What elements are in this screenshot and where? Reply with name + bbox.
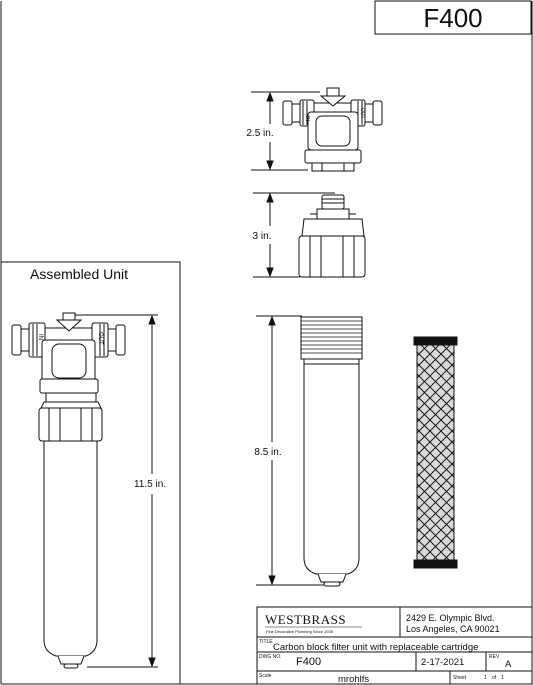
company-address-line2: Los Angeles, CA 90021: [406, 624, 500, 634]
mesh-strand: [416, 395, 455, 434]
company-tagline: Fine Decorative Plumbing Since 1935: [266, 629, 334, 634]
mesh-strand: [416, 505, 455, 544]
assembled-dimension-line: [67, 314, 158, 668]
scale-caption: Scale: [259, 673, 272, 679]
mesh-strand: [416, 373, 455, 412]
mesh-strand: [416, 516, 455, 555]
mesh-strand: [421, 527, 455, 561]
sheet-total: 1: [501, 675, 504, 681]
assembled-dimension-label: 11.5 in.: [134, 479, 166, 490]
mesh-strand: [416, 362, 455, 401]
drawing-date: 2-17-2021: [421, 657, 464, 668]
mesh-strand: [416, 527, 450, 561]
company-address-line1: 2429 E. Olympic Blvd.: [406, 613, 495, 623]
cartridge-mesh: [416, 344, 455, 561]
dwg-no-caption: DWG NO.: [259, 654, 282, 660]
title-block: [256, 606, 533, 685]
drawn-by: mrohlfs: [338, 674, 369, 685]
filter-head-drawing: 2.5 in. IN OUT: [246, 87, 383, 172]
mesh-strand: [416, 549, 428, 561]
cartridge-drawing: [413, 336, 458, 569]
mesh-strand: [416, 450, 455, 489]
head-out-label: OUT: [359, 108, 365, 119]
mesh-strand: [416, 344, 451, 379]
collar-dimension-label: 3 in.: [253, 231, 272, 242]
drawing-title-box: F400: [374, 0, 532, 35]
sheet-of: of: [492, 675, 497, 681]
mesh-strand: [416, 461, 455, 500]
collar-drawing: 3 in.: [253, 192, 366, 278]
mesh-strand: [416, 417, 455, 456]
mesh-strand: [416, 351, 455, 390]
title-value: Carbon block filter unit with replaceabl…: [273, 642, 478, 653]
housing-dimension-line: [256, 315, 330, 586]
assembled-out-label: OUT: [97, 332, 103, 345]
mesh-strand: [416, 428, 455, 467]
housing-drawing: 8.5 in.: [254, 315, 363, 587]
assembled-unit-drawing: 11.5 in. IN OUT: [11, 312, 166, 669]
mesh-strand: [416, 483, 455, 522]
mesh-strand: [416, 538, 439, 561]
assembled-in-label: IN: [37, 334, 43, 340]
housing-dimension-label: 8.5 in.: [254, 447, 281, 458]
rev-caption: REV: [489, 654, 500, 660]
company-name: WESTBRASS: [265, 612, 346, 627]
mesh-strand: [420, 344, 455, 379]
mesh-strand: [432, 538, 455, 561]
mesh-strand: [416, 472, 455, 511]
sheet-number: 1: [484, 675, 487, 681]
mesh-strand: [416, 384, 455, 423]
mesh-strand: [416, 406, 455, 445]
title-caption: TITLE: [259, 639, 273, 645]
head-dimension-label: 2.5 in.: [246, 128, 273, 139]
sheet-caption: Sheet: [453, 675, 467, 681]
head-dimension-line: [251, 91, 320, 171]
assembled-unit-frame: Assembled Unit: [1, 261, 181, 684]
assembled-unit-label: Assembled Unit: [30, 266, 128, 282]
mesh-strand: [416, 439, 455, 478]
mesh-strand: [443, 549, 455, 561]
mesh-strand: [416, 494, 455, 533]
dwg-no-value: F400: [296, 656, 321, 668]
rev-value: A: [505, 659, 512, 670]
mesh-strand: [416, 344, 440, 368]
collar-dimension-line: [253, 192, 335, 278]
head-in-label: IN: [304, 116, 310, 121]
drawing-title: F400: [423, 3, 482, 33]
